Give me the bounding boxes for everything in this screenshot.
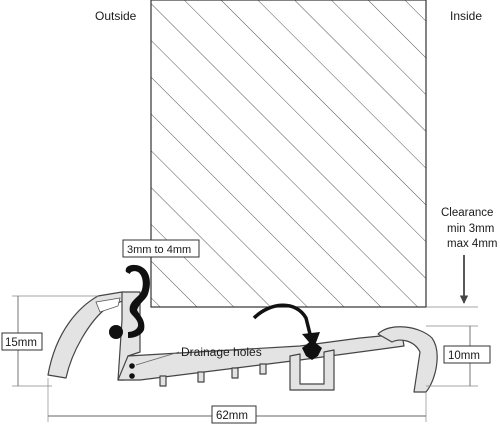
width-label: 62mm (216, 410, 248, 422)
weather-seal-icon (125, 264, 150, 338)
drainage-hole-icon (129, 373, 135, 379)
drainage-leader (135, 351, 180, 366)
dimension-15mm: 15mm (1, 295, 98, 387)
threshold-profile (47, 264, 438, 393)
gap-callout: 3mm to 4mm (122, 239, 200, 258)
drainage-hole-icon (129, 363, 135, 369)
rotation-arrow-icon (252, 303, 314, 343)
dimension-10mm: 10mm (426, 325, 491, 387)
clearance-note: Clearance min 3mm max 4mm (426, 207, 497, 308)
door-leaf (150, 0, 427, 308)
dimension-62mm: 62mm (47, 378, 427, 424)
height-inner-label: 10mm (448, 350, 480, 362)
gap-label: 3mm to 4mm (127, 244, 191, 256)
clearance-label-line1: Clearance (441, 207, 493, 219)
height-outer-label: 15mm (5, 337, 37, 349)
channel-seal-icon (302, 340, 322, 360)
inside-label: Inside (450, 9, 482, 23)
clearance-label-line3: max 4mm (447, 238, 497, 250)
drainage-holes-label: Drainage holes (181, 345, 262, 359)
clearance-label-line2: min 3mm (447, 223, 494, 235)
outside-label: Outside (95, 9, 137, 23)
